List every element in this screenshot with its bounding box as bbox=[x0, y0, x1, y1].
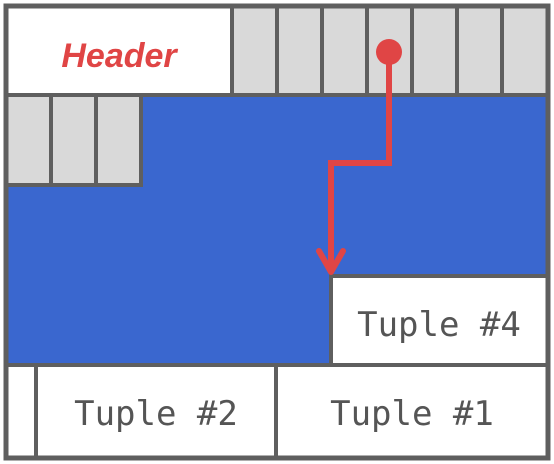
slot-cell bbox=[410, 4, 459, 97]
tuple-label-1: Tuple #1 bbox=[330, 394, 494, 434]
header-label: Header bbox=[61, 37, 178, 75]
tuple-label-4: Tuple #4 bbox=[357, 305, 521, 345]
page-border bbox=[3, 3, 551, 461]
slot-pointer-line bbox=[328, 52, 392, 268]
tuple-cell-small bbox=[4, 363, 38, 460]
tuple-cell-4 bbox=[329, 274, 550, 367]
header-cell bbox=[4, 4, 234, 97]
slot-cell bbox=[230, 4, 279, 97]
slot-cell bbox=[49, 93, 98, 187]
slot-cell bbox=[500, 4, 550, 97]
slot-pointer-dot bbox=[376, 39, 402, 65]
slot-cell bbox=[275, 4, 324, 97]
slot-cell bbox=[455, 4, 504, 97]
slot-cell bbox=[4, 93, 53, 187]
slot-cell bbox=[94, 93, 143, 187]
arrow-head-icon bbox=[316, 248, 346, 275]
tuple-label-2: Tuple #2 bbox=[74, 394, 238, 434]
slot-cell bbox=[320, 4, 369, 97]
